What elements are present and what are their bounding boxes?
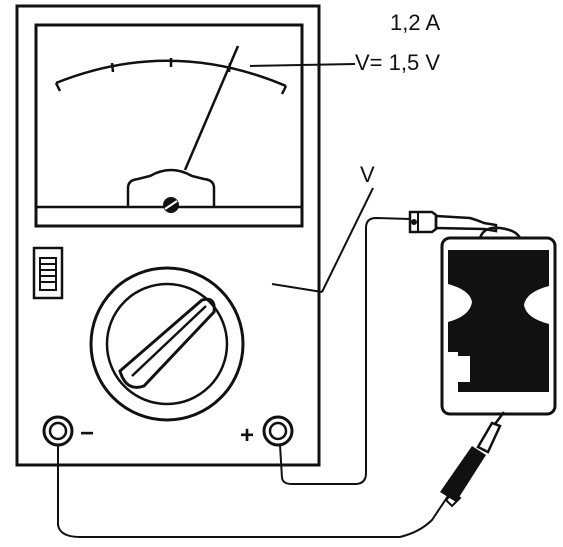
battery-label-dark: [448, 250, 549, 392]
positive-test-lead: [279, 216, 411, 485]
meter-window-frame: [34, 23, 304, 228]
knob-outer-ring: [89, 266, 245, 422]
negative-probe: [440, 411, 505, 508]
voltage-reading-label: V= 1,5 V: [355, 50, 440, 75]
scale-tick: [54, 82, 62, 92]
zero-adjust-housing: [126, 168, 216, 207]
range-slide-switch[interactable]: [32, 246, 64, 300]
voltage-leader-line: [249, 63, 356, 67]
multimeter: − +: [15, 4, 321, 467]
positive-probe-tip: [408, 210, 498, 234]
meter-needle: [183, 45, 240, 171]
plus-jack[interactable]: [262, 415, 294, 447]
zero-adjust-screw[interactable]: [163, 197, 179, 213]
probe-wire-label: V: [360, 162, 375, 187]
battery-top-cap: [478, 226, 522, 239]
current-reading-label: 1,2 A: [390, 10, 440, 35]
battery: [440, 226, 557, 416]
knob-pointer-line: [131, 305, 207, 377]
scale-tick: [110, 62, 115, 73]
selector-knob[interactable]: [89, 266, 245, 422]
multimeter-body: [15, 4, 321, 467]
battery-body: [440, 236, 557, 416]
probe-label-leader: [321, 187, 374, 293]
panel-leader-line: [271, 283, 323, 293]
scale-tick: [280, 85, 288, 95]
minus-jack[interactable]: [42, 415, 74, 447]
battery-label-window: [460, 358, 468, 380]
knob-grip: [118, 297, 216, 389]
negative-test-lead: [57, 445, 449, 538]
minus-terminal-label: −: [80, 420, 94, 447]
knob-inner-ring: [105, 282, 229, 406]
meter-window: [34, 23, 304, 228]
plus-terminal-label: +: [240, 422, 254, 449]
